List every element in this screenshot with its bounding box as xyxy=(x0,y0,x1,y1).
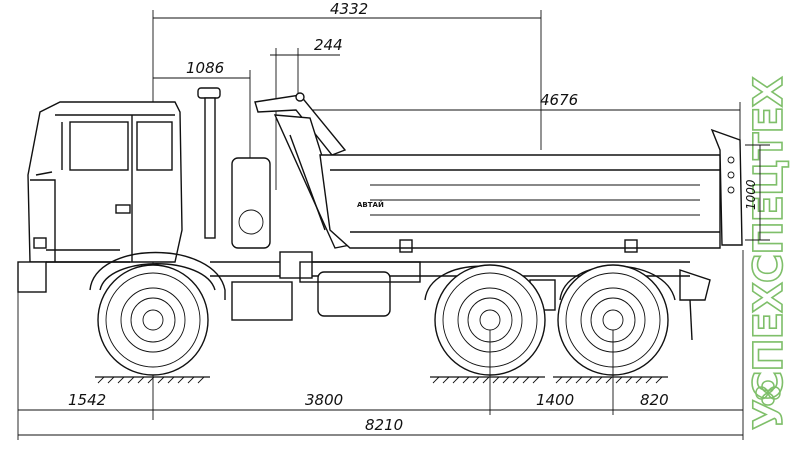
dim-1400: 1400 xyxy=(536,391,574,409)
dim-8210: 8210 xyxy=(365,416,403,434)
dim-1000: 1000 xyxy=(744,179,758,210)
cab xyxy=(17,101,183,293)
dim-1086: 1086 xyxy=(186,59,224,77)
exhaust-stack xyxy=(197,87,221,239)
dim-3800: 3800 xyxy=(305,391,343,409)
ground-marks xyxy=(95,376,668,384)
watermark: УСПЕХСПЕЦТЕХ xyxy=(745,75,793,430)
air-tank xyxy=(231,157,271,249)
front-fender xyxy=(89,251,226,300)
dim-1542: 1542 xyxy=(68,391,106,409)
dump-body: АВТАЙ xyxy=(319,128,743,253)
dim-4332: 4332 xyxy=(330,0,368,18)
dim-4676: 4676 xyxy=(540,91,578,109)
truck: АВТАЙ xyxy=(17,87,743,384)
body-badge: АВТАЙ xyxy=(357,200,384,209)
watermark-text: УСПЕХСПЕЦТЕХ xyxy=(746,76,792,430)
dim-244: 244 xyxy=(314,36,343,54)
bottom-dimensions: 1542 3800 1400 820 8210 xyxy=(17,250,744,440)
dim-820: 820 xyxy=(640,391,669,409)
front-wheel xyxy=(97,264,209,376)
watermark-logo-icon xyxy=(755,380,781,406)
